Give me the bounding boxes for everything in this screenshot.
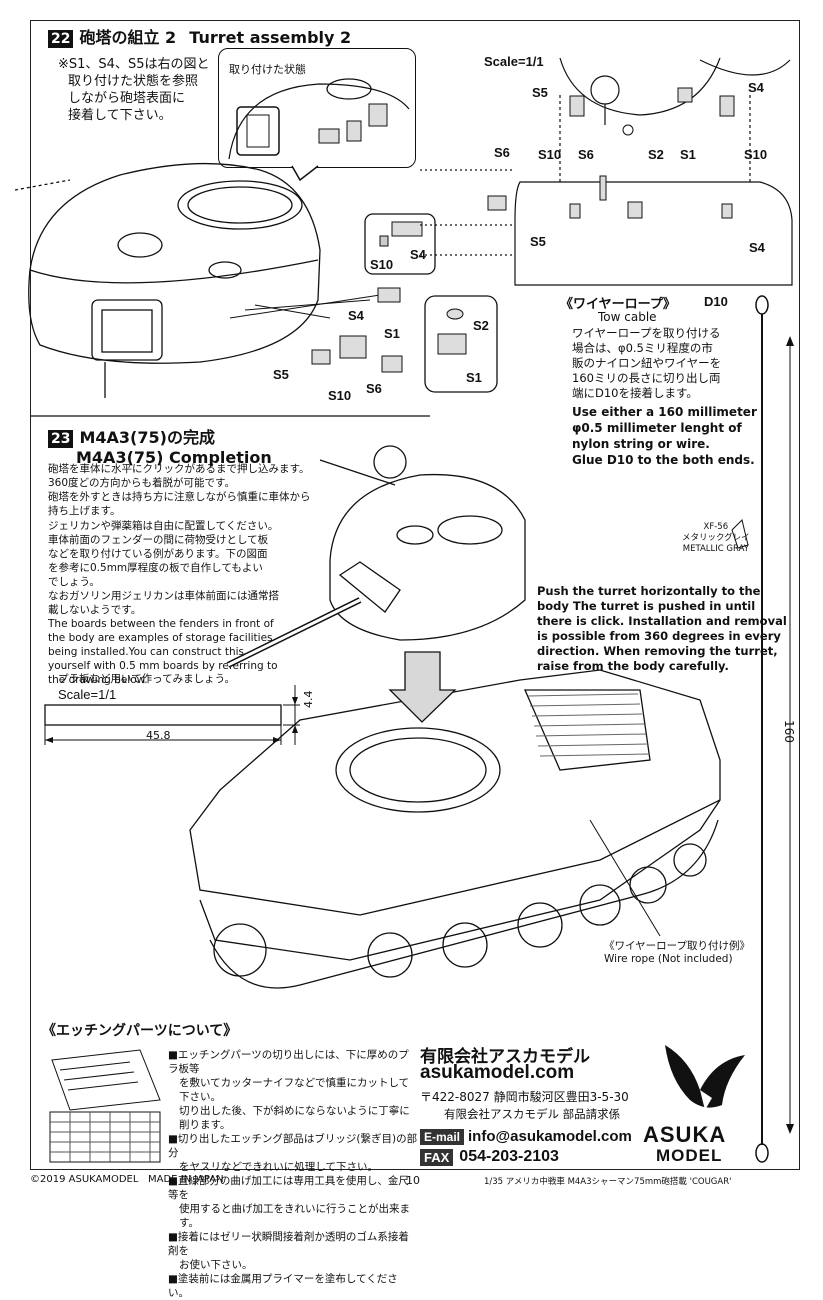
part-label-s4: S4 (749, 240, 765, 255)
list-item: をヤスリなどできれいに処理して下さい。 (179, 1161, 378, 1173)
step23-number: 23 (48, 430, 74, 448)
part-label-s5: S5 (530, 234, 546, 249)
fax-number: 054-203-2103 (459, 1148, 559, 1165)
step22-note: ※S1、S4、S5は右の図と 取り付けた状態を参照 しながら砲塔表面に 接着して… (58, 56, 209, 124)
paint-name-en: METALLIC GRAY (682, 544, 749, 554)
part-label-s1: S1 (384, 326, 400, 341)
list-item: 切り出した後、下が斜めにならないように丁寧に削ります。 (179, 1105, 410, 1131)
tow-cable-title-en: Tow cable (598, 310, 657, 324)
part-label-s1: S1 (680, 147, 696, 162)
etching-title: 《エッチングパーツについて》 (42, 1023, 238, 1039)
part-label-s10: S10 (370, 257, 394, 272)
step22-heading: 22 砲塔の組立 2 Turret assembly 2 (48, 24, 351, 48)
step23-jp-text-2: ジェリカンや弾薬箱は自由に配置してください。 車体前面のフェンダーの間に荷物受け… (48, 520, 279, 616)
fax-row: FAX 054-203-2103 (420, 1148, 559, 1166)
list-item: ■エッチングパーツの切り出しには、下に厚めのプラ板等 (168, 1049, 409, 1075)
tow-cable-length: 160 (782, 720, 796, 743)
list-item: 使用すると曲げ加工をきれいに行うことが出来ます。 (179, 1203, 410, 1229)
part-label-d10: D10 (704, 294, 728, 309)
callout-label: 取り付けた状態 (229, 63, 306, 76)
step23-heading: 23 M4A3(75)の完成 M4A3(75) Completion (48, 424, 272, 467)
step22-note-line: ※S1、S4、S5は右の図と (58, 57, 210, 72)
footer-page-number: 10 (406, 1174, 420, 1187)
part-label-s1: S1 (466, 370, 482, 385)
part-label-s4: S4 (348, 308, 364, 323)
paint-callout: XF-56 メタリックグレイ METALLIC GRAY (682, 522, 750, 555)
footer-copyright: ©2019 ASUKAMODEL (30, 1174, 139, 1185)
tow-cable-title-jp: 《ワイヤーロープ》 (560, 297, 676, 312)
step22-number: 22 (48, 30, 74, 48)
step23-title-en: M4A3(75) Completion (76, 448, 272, 467)
part-label-s2: S2 (648, 147, 664, 162)
step22-note-line: 接着して下さい。 (68, 108, 172, 123)
attached-state-callout: 取り付けた状態 (218, 48, 416, 168)
fax-label: FAX (420, 1148, 454, 1166)
tow-cable-en-text: Use either a 160 millimeter φ0.5 millime… (572, 405, 757, 467)
part-label-s2: S2 (473, 318, 489, 333)
part-label-s4: S4 (410, 247, 426, 262)
part-label-s10: S10 (744, 147, 768, 162)
list-item: ■接着にはゼリー状瞬間接着剤か透明のゴム系接着剤を (168, 1231, 409, 1257)
part-label-s4: S4 (748, 80, 764, 95)
list-item: ■塗装前には金属用プライマーを塗布してください。 (168, 1273, 398, 1299)
tow-cable-jp-text: ワイヤーロープを取り付ける 場合は、φ0.5ミリ程度の市 販のナイロン紐やワイヤ… (572, 326, 722, 400)
company-address: 〒422-8027 静岡市駿河区豊田3-5-30 (420, 1090, 629, 1104)
step22-note-line: しながら砲塔表面に (68, 91, 186, 106)
scale-label-23: Scale=1/1 (58, 687, 117, 702)
part-label-s5: S5 (532, 85, 548, 100)
company-web[interactable]: asukamodel.com (420, 1062, 575, 1083)
step23-title-jp: M4A3(75)の完成 (79, 428, 215, 447)
part-label-s6: S6 (578, 147, 594, 162)
part-label-s6: S6 (366, 381, 382, 396)
part-label-s10: S10 (328, 388, 352, 403)
company-name-jp: 有限会社アスカモデル (420, 1047, 590, 1067)
step22-title-jp: 砲塔の組立 2 (79, 28, 177, 47)
plastic-board-note: プラ板など用いて作ってみましょう。 (58, 673, 236, 685)
step23-jp-text-1: 砲塔を車体に水平にクリックがあるまで押し込みます。 360度どの方向からも着脱が… (48, 463, 311, 517)
logo-text-bottom: MODEL (656, 1146, 723, 1165)
callout-turret-drawing (228, 78, 410, 160)
part-label-s5: S5 (273, 367, 289, 382)
company-dept: 有限会社アスカモデル 部品請求係 (444, 1107, 621, 1121)
wire-example-jp: 《ワイヤーロープ取り付け例》 (604, 940, 751, 952)
push-turret-note: Push the turret horizontally to the body… (537, 584, 787, 673)
email-row: E-mail info@asukamodel.com (420, 1128, 632, 1145)
list-item: を敷いてカッターナイフなどで慎重にカットして下さい。 (179, 1077, 410, 1103)
board-width-dimension: 45.8 (146, 729, 171, 742)
part-label-s6: S6 (494, 145, 510, 160)
email-label: E-mail (420, 1128, 465, 1145)
step22-title-en: Turret assembly 2 (189, 28, 352, 47)
list-item: ■直線部分の曲げ加工には専用工具を使用し、金尺等を (168, 1175, 409, 1201)
footer-made-in: MADE IN JAPAN (148, 1174, 224, 1185)
wire-example-en: Wire rope (Not included) (604, 953, 733, 965)
part-label-s10: S10 (538, 147, 562, 162)
scale-label-22: Scale=1/1 (484, 54, 544, 69)
footer-product: 1/35 アメリカ中戦車 M4A3シャーマン75mm砲搭載 'COUGAR' (484, 1177, 732, 1187)
step22-note-line: 取り付けた状態を参照 (68, 74, 199, 89)
logo-text-top: ASUKA (643, 1122, 727, 1147)
board-height-dimension: 4.4 (302, 690, 315, 709)
email-address[interactable]: info@asukamodel.com (468, 1128, 632, 1145)
list-item: お使い下さい。 (179, 1259, 253, 1271)
paint-name-jp: メタリックグレイ (682, 533, 750, 543)
list-item: ■切り出したエッチング部品はブリッジ(繋ぎ目)の部分 (168, 1133, 418, 1159)
step23-en-text: The boards between the fenders in front … (48, 618, 278, 686)
paint-code: XF-56 (703, 522, 729, 532)
page-frame (30, 20, 800, 1170)
